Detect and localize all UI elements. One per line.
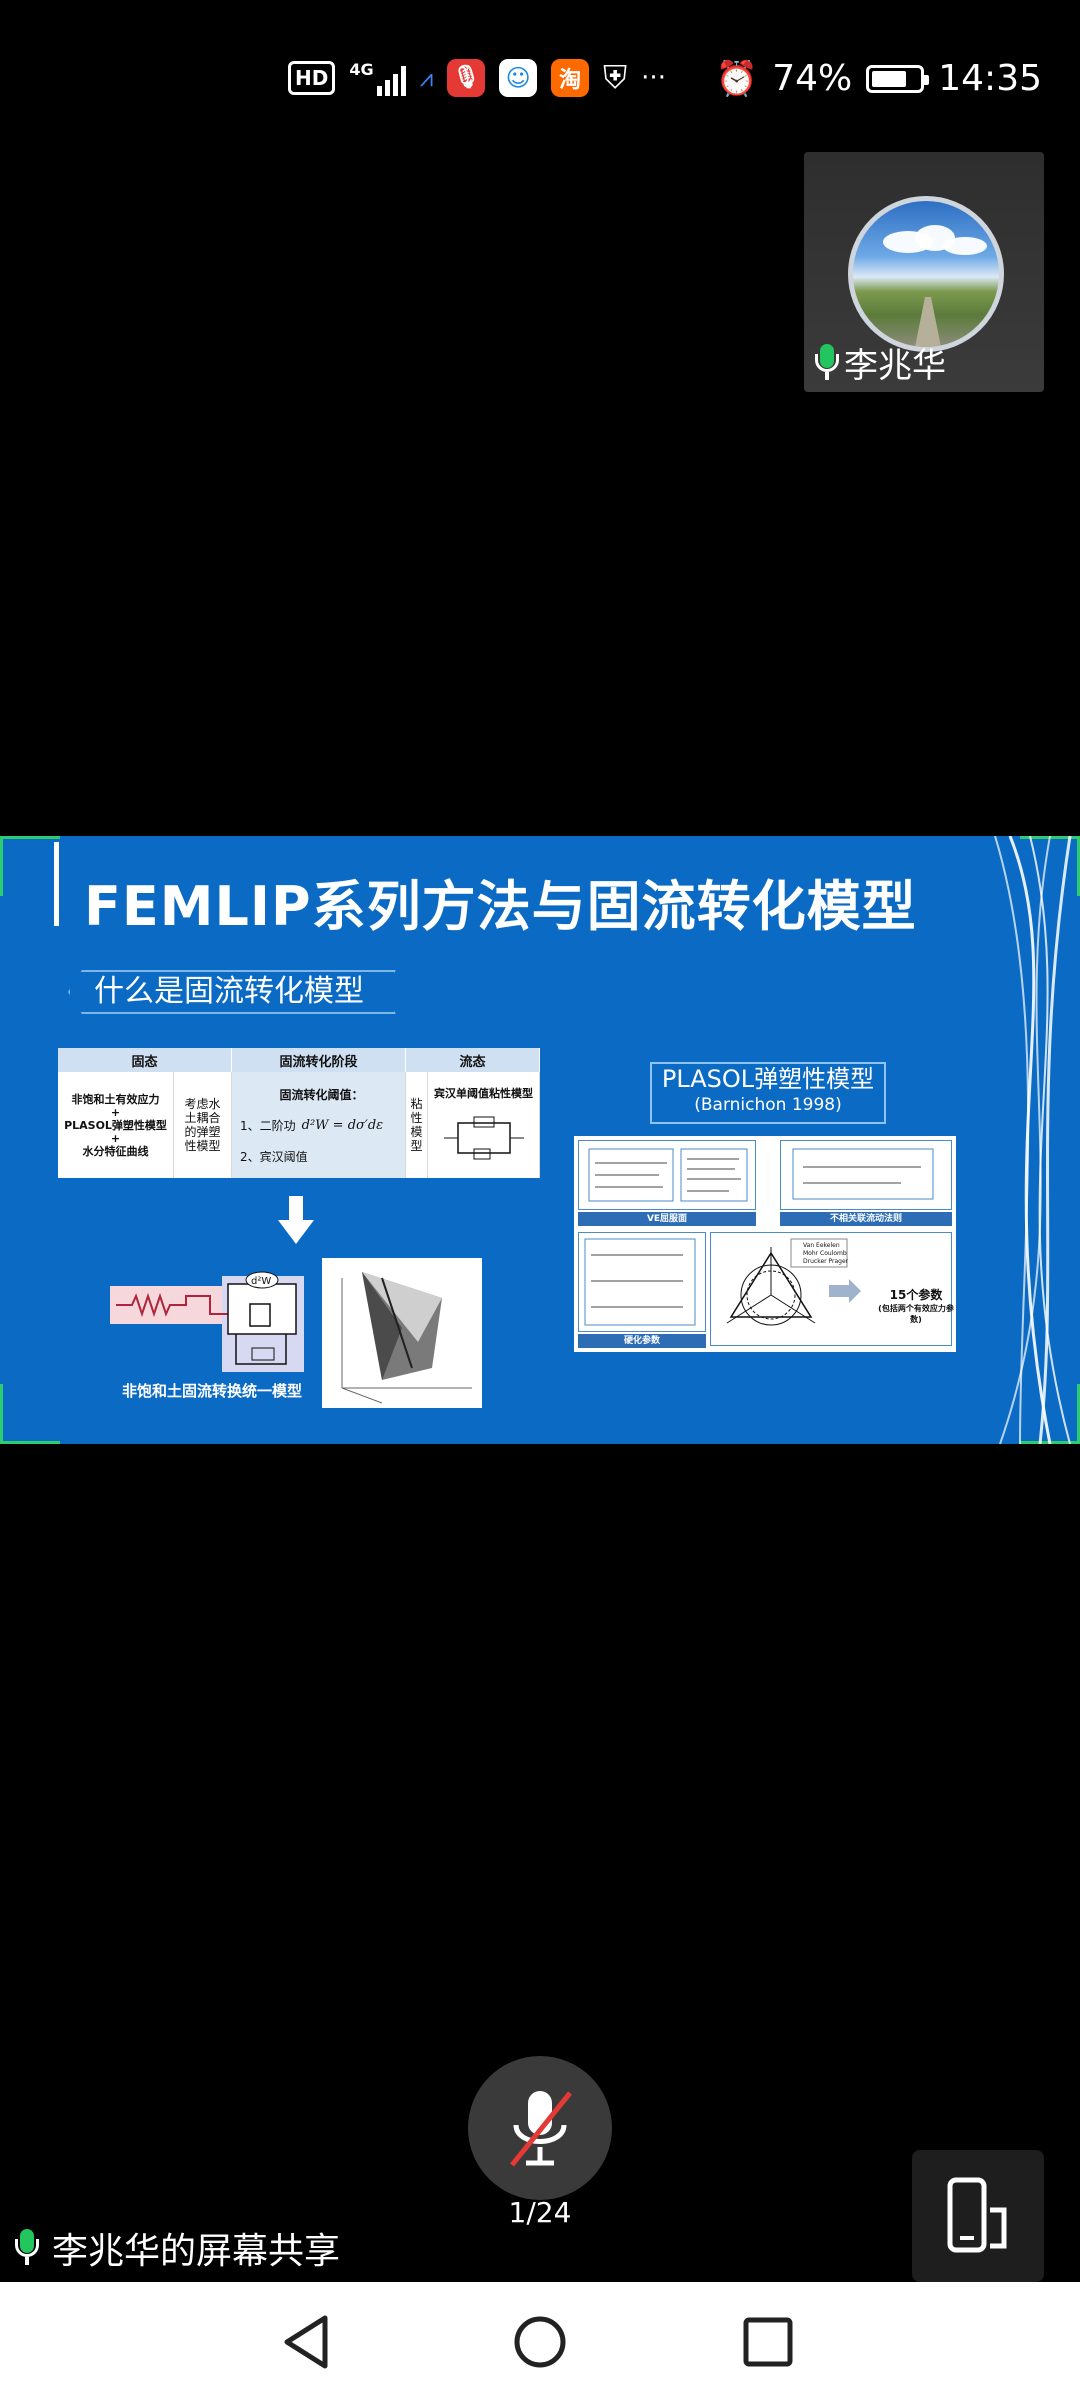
legend-van-eekelen: Van Eekelen xyxy=(803,1242,840,1249)
participant-name-label: 李兆华 xyxy=(814,338,946,387)
page-indicator: 1/24 xyxy=(508,2196,572,2229)
status-bar: HD 4G ⩘ 🎙 ☺ 淘 ⛨ ··· ⏰ 74% 14:35 xyxy=(0,0,1080,160)
slide-title: FEMLIP系列方法与固流转化模型 xyxy=(84,875,917,938)
status-icons-left: HD 4G ⩘ 🎙 ☺ 淘 ⛨ ··· xyxy=(288,58,666,97)
hd-badge: HD xyxy=(288,60,336,95)
meeting-app-icon: ⩘ xyxy=(419,63,434,92)
plasol-title-box: PLASOL弹塑性模型 (Barnichon 1998) xyxy=(650,1062,886,1124)
clock: 14:35 xyxy=(938,58,1042,99)
corner-marker xyxy=(0,1384,60,1444)
label-hardening-params: 硬化参数 xyxy=(578,1334,706,1348)
alarm-icon: ⏰ xyxy=(715,58,759,99)
viscous-model-cell: 粘 性 模 型 xyxy=(406,1072,428,1178)
fluid-model-label: 宾汉单阈值粘性模型 xyxy=(434,1087,533,1100)
avatar xyxy=(848,196,1004,352)
plasol-title: PLASOL弹塑性模型 xyxy=(661,1065,875,1093)
unified-model-caption: 非饱和土固流转换统一模型 xyxy=(122,1382,303,1400)
rheological-model-diagram: d²W xyxy=(110,1271,304,1372)
legend-mohr-coulomb: Mohr Coulomb xyxy=(803,1250,847,1257)
title-accent-bar xyxy=(54,842,59,926)
slide-subtitle: 什么是固流转化模型 xyxy=(68,970,396,1014)
state-transition-table: 固态 固流转化阶段 流态 非饱和土有效应力 + PLASOL弹塑性模型 + 水分… xyxy=(58,1048,540,1178)
mic-muted-icon xyxy=(510,2091,572,2167)
fluid-model-cell: 宾汉单阈值粘性模型 xyxy=(428,1072,540,1178)
back-triangle-icon xyxy=(284,2315,328,2369)
table-header-fluid: 流态 xyxy=(406,1048,540,1072)
home-circle-icon xyxy=(514,2316,566,2368)
coupled-model-cell: 考虑水 土耦合 的弹塑 性模型 xyxy=(174,1072,232,1178)
switch-device-button[interactable] xyxy=(912,2150,1044,2282)
battery-icon xyxy=(866,64,930,93)
threshold-1: 1、二阶功 xyxy=(240,1118,296,1133)
params-note: (包括两个有效应力参数) xyxy=(878,1304,954,1324)
legend-drucker-prager: Drucker Prager xyxy=(803,1258,849,1265)
table-header-solid: 固态 xyxy=(58,1048,232,1072)
bingham-element-diagram xyxy=(443,1116,524,1160)
recents-button[interactable] xyxy=(738,2312,798,2372)
screen-share-label: 李兆华的屏幕共享 xyxy=(14,2222,340,2274)
screen-share-text: 李兆华的屏幕共享 xyxy=(52,2231,341,2272)
home-button[interactable] xyxy=(510,2312,570,2372)
participant-video-tile[interactable]: 李兆华 xyxy=(804,152,1044,392)
params-count-block: 15个参数 (包括两个有效应力参数) xyxy=(876,1286,956,1325)
second-order-work-formula: d²W = dσ′dε xyxy=(301,1117,384,1133)
more-icon: ··· xyxy=(641,62,666,93)
decorative-swirl xyxy=(994,836,1072,1444)
mic-on-icon xyxy=(14,2229,40,2267)
shared-screen-slide[interactable]: FEMLIP系列方法与固流转化模型 什么是固流转化模型 固态 固流转化阶段 流态… xyxy=(0,836,1080,1444)
label-non-associated-flow: 不相关联流动法则 xyxy=(780,1212,952,1226)
table-header-transition: 固流转化阶段 xyxy=(232,1048,406,1072)
battery-percent: 74% xyxy=(772,58,853,99)
threshold-title: 固流转化阈值： xyxy=(279,1087,364,1102)
solid-models-cell: 非饱和土有效应力 + PLASOL弹塑性模型 + 水分特征曲线 xyxy=(58,1072,174,1178)
taobao-app-icon: 淘 xyxy=(551,58,590,97)
signal-icon: 4G xyxy=(349,59,406,96)
corner-marker xyxy=(0,836,60,896)
svg-text:d²W: d²W xyxy=(251,1276,271,1287)
system-navigation-bar xyxy=(0,2282,1080,2400)
phone-switch-icon xyxy=(947,2177,1007,2253)
bingham-yield-surface-plot xyxy=(322,1258,482,1408)
table-header-row: 固态 固流转化阶段 流态 xyxy=(58,1048,540,1072)
participant-name: 李兆华 xyxy=(844,346,946,386)
params-title: 15个参数 xyxy=(889,1288,943,1302)
mic-on-icon xyxy=(814,343,840,382)
plasol-equations-panel: VE屈服面 不相关联流动法则 硬化参数 Van Eekelen Mohr Cou… xyxy=(574,1136,956,1352)
threshold-2: 2、宾汉阈值 xyxy=(240,1149,308,1164)
table-body-row: 非饱和土有效应力 + PLASOL弹塑性模型 + 水分特征曲线 考虑水 土耦合 … xyxy=(58,1072,540,1178)
hardening-equations xyxy=(578,1232,706,1332)
recents-square-icon xyxy=(743,2317,793,2367)
flow-rule-equations xyxy=(780,1140,952,1210)
back-button[interactable] xyxy=(276,2312,336,2372)
shield-icon: ⛨ xyxy=(603,58,628,96)
network-type: 4G xyxy=(349,59,374,79)
yield-surface-equations xyxy=(578,1140,756,1210)
down-arrow-icon xyxy=(278,1196,314,1244)
mute-microphone-button[interactable] xyxy=(468,2056,612,2200)
label-ve-yield-surface: VE屈服面 xyxy=(578,1212,756,1226)
recorder-app-icon: 🎙 xyxy=(447,58,486,97)
chat-app-icon: ☺ xyxy=(499,58,538,97)
status-icons-right: ⏰ 74% 14:35 xyxy=(716,58,1042,99)
yield-criteria-plot: Van Eekelen Mohr Coulomb Drucker Prager xyxy=(710,1232,952,1346)
plasol-reference: (Barnichon 1998) xyxy=(694,1095,842,1115)
threshold-cell: 固流转化阈值： 1、二阶功 d²W = dσ′dε 2、宾汉阈值 xyxy=(232,1072,406,1178)
